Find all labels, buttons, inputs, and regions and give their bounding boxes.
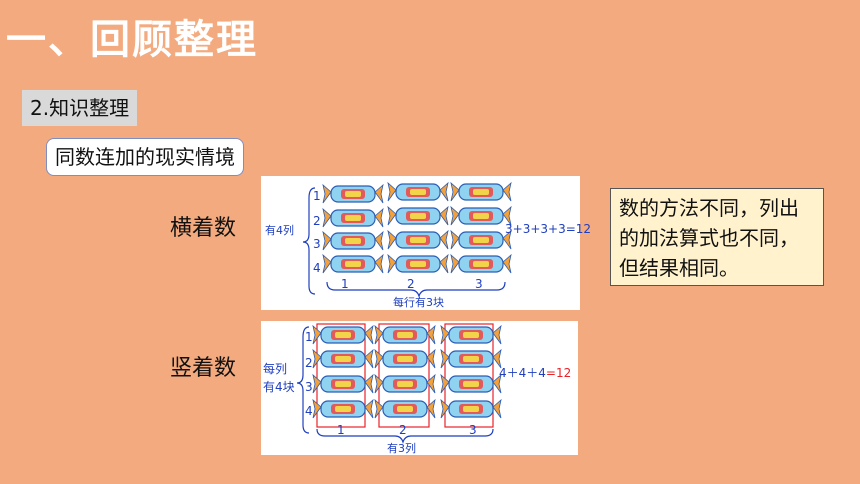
column-frame bbox=[378, 323, 430, 428]
summary-note: 数的方法不同，列出的加法算式也不同，但结果相同。 bbox=[610, 188, 824, 286]
equation: 4＋4＋4=12 bbox=[499, 366, 571, 380]
section-label: 2.知识整理 bbox=[22, 90, 138, 126]
candy-icon bbox=[387, 254, 449, 274]
candy-icon bbox=[450, 254, 512, 274]
row-number: 1 bbox=[313, 189, 321, 203]
candy-icon bbox=[387, 230, 449, 250]
row-number: 3 bbox=[313, 237, 321, 251]
row-number: 4 bbox=[313, 261, 321, 275]
column-frame bbox=[444, 323, 494, 428]
row-number: 2 bbox=[313, 214, 321, 228]
col-number: 2 bbox=[407, 277, 415, 291]
brace-text: 有4列 bbox=[265, 223, 294, 237]
candy-icon bbox=[312, 349, 374, 369]
candy-icon bbox=[312, 374, 374, 394]
candy-icon bbox=[387, 182, 449, 202]
candy-panel-horizontal: 有4列 1 2 3 4 3+3+3+3=12 1 2 3 每行有3块 bbox=[261, 176, 591, 310]
candy-icon bbox=[450, 230, 512, 250]
candy-icon bbox=[322, 231, 384, 251]
candy-icon bbox=[374, 325, 436, 345]
candy-icon bbox=[322, 184, 384, 204]
row-number: 2 bbox=[305, 356, 313, 370]
equation: 3+3+3+3=12 bbox=[505, 222, 591, 236]
candy-icon bbox=[440, 374, 502, 394]
candy-icon bbox=[387, 206, 449, 226]
candy-icon bbox=[440, 349, 502, 369]
col-number: 2 bbox=[399, 423, 407, 437]
row-label-horizontal: 横着数 bbox=[170, 216, 237, 241]
topic-box: 同数连加的现实情境 bbox=[46, 138, 244, 176]
candy-icon bbox=[450, 182, 512, 202]
row-number: 3 bbox=[305, 380, 313, 394]
candy-icon bbox=[312, 399, 374, 419]
candy-icon bbox=[440, 399, 502, 419]
candy-icon bbox=[374, 374, 436, 394]
slide-title: 一、回顾整理 bbox=[6, 17, 258, 63]
candy-icon bbox=[450, 206, 512, 226]
row-number: 1 bbox=[305, 330, 313, 344]
row-label-vertical: 竖着数 bbox=[170, 356, 237, 381]
col-number: 3 bbox=[469, 423, 477, 437]
candy-icon bbox=[312, 325, 374, 345]
candy-icon bbox=[374, 399, 436, 419]
col-number: 1 bbox=[337, 423, 345, 437]
col-number: 3 bbox=[475, 277, 483, 291]
column-frame bbox=[316, 323, 366, 428]
candy-icon bbox=[322, 208, 384, 228]
row-number: 4 bbox=[305, 404, 313, 418]
col-number: 1 bbox=[341, 277, 349, 291]
candy-icon bbox=[322, 254, 384, 274]
candy-icon bbox=[440, 325, 502, 345]
side-text: 每列 bbox=[263, 361, 287, 376]
candy-icon bbox=[374, 349, 436, 369]
bottom-text: 有3列 bbox=[387, 441, 416, 455]
bottom-text: 每行有3块 bbox=[393, 295, 444, 309]
side-text: 有4块 bbox=[263, 380, 295, 394]
candy-panel-vertical: 每列 有4块 1 2 3 4 4＋4＋4=12 1 2 3 有3列 bbox=[261, 321, 578, 455]
